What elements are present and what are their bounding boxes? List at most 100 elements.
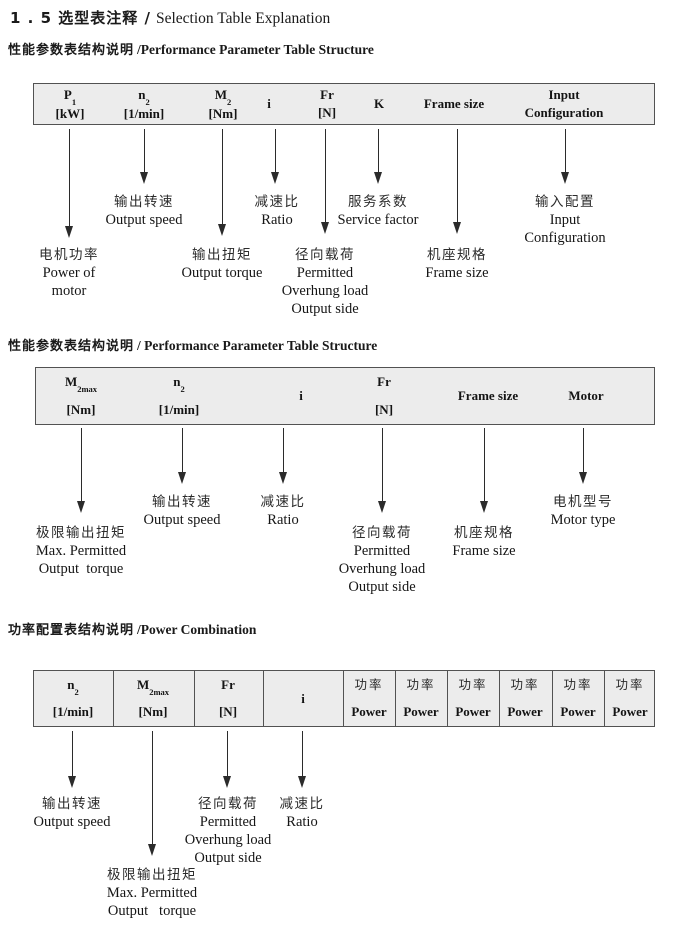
column-header-line: Power xyxy=(560,705,595,719)
label-line-en: Permitted xyxy=(199,814,257,830)
label-line-en: Output side xyxy=(194,850,262,866)
down-arrow-icon xyxy=(561,129,569,184)
arrow-shaft xyxy=(151,731,153,845)
down-arrow-icon xyxy=(378,428,386,513)
column-header-line: i xyxy=(267,97,271,111)
arrow-head-icon xyxy=(65,226,73,238)
down-arrow-icon xyxy=(223,731,231,788)
arrow-head-icon xyxy=(453,222,461,234)
label-line-zh: 机座规格 xyxy=(427,247,487,263)
column-header-line: n2 xyxy=(138,88,149,107)
arrow-head-icon xyxy=(77,501,85,513)
label-line-en: Max. Permitted xyxy=(35,543,127,559)
header-subscript: 2 xyxy=(145,96,150,107)
column-header-line: [kW] xyxy=(56,106,85,121)
table-column: i xyxy=(301,671,305,726)
down-arrow-icon xyxy=(271,129,279,184)
section-heading: 性能参数表结构说明/Performance Parameter Table St… xyxy=(8,39,374,59)
header-text: P xyxy=(63,87,72,102)
column-header-line: [N] xyxy=(318,106,336,120)
column-header-line: Configuration xyxy=(525,106,604,120)
arrow-head-icon xyxy=(378,501,386,513)
label-line-zh: 输出转速 xyxy=(41,796,102,812)
label-line-en: Max. Permitted xyxy=(106,885,198,901)
label-line-en: Frame size xyxy=(425,265,489,281)
column-header-line: Input xyxy=(548,88,579,102)
arrow-shaft xyxy=(181,428,183,473)
label-line-en: Configuration xyxy=(524,230,606,246)
column-divider xyxy=(343,671,344,726)
down-arrow-icon xyxy=(140,129,148,184)
header-text: Fr xyxy=(377,374,391,389)
column-header-line: Power xyxy=(455,705,490,719)
arrow-head-icon xyxy=(579,472,587,484)
column-label: 机座规格 Frame size xyxy=(425,246,488,282)
arrow-shaft xyxy=(564,129,566,173)
page-title-en: Selection Table Explanation xyxy=(155,10,331,27)
header-subscript: 2max xyxy=(149,686,170,697)
header-text: M xyxy=(214,87,228,102)
header-text: Power xyxy=(455,704,491,719)
column-header-line: [N] xyxy=(375,403,393,417)
header-text: [1/min] xyxy=(52,704,94,719)
label-line-en: Output torque xyxy=(107,903,197,919)
table-column: i xyxy=(267,84,271,124)
header-subscript: 2 xyxy=(74,686,79,697)
column-header-line: [1/min] xyxy=(159,403,199,417)
table-column: Frame size xyxy=(424,84,484,124)
column-header-line: Frame size xyxy=(458,389,518,403)
header-subscript: 2 xyxy=(180,383,185,394)
label-line-en: Ratio xyxy=(261,212,293,228)
table-column: K xyxy=(374,84,384,124)
arrow-head-icon xyxy=(298,776,306,788)
header-text: [N] xyxy=(218,704,238,719)
header-text: [N] xyxy=(374,402,394,417)
label-line-en: Ratio xyxy=(286,814,318,830)
section-heading-zh: 功率配置表结构说明 xyxy=(8,623,135,638)
header-subscript: 1 xyxy=(71,96,77,107)
table-column: n2[1/min] xyxy=(53,671,93,726)
header-text: Power xyxy=(612,704,648,719)
column-header-line: [1/min] xyxy=(124,106,164,121)
column-divider xyxy=(263,671,264,726)
table-column: i xyxy=(299,368,303,424)
arrow-shaft xyxy=(282,428,284,473)
header-text: Motor xyxy=(568,388,604,403)
table-column: Frame size xyxy=(458,368,518,424)
arrow-head-icon xyxy=(480,501,488,513)
column-header-line: [Nm] xyxy=(209,106,238,121)
header-text: [N] xyxy=(317,105,337,120)
table-column: M2max[Nm] xyxy=(137,671,169,726)
section-heading-en: /Power Combination xyxy=(137,622,257,637)
column-header-line: Power xyxy=(403,705,438,719)
header-text: Fr xyxy=(221,677,235,692)
arrow-shaft xyxy=(80,428,82,502)
arrow-head-icon xyxy=(218,224,226,236)
header-subscript: 2max xyxy=(77,383,98,394)
header-text: Power xyxy=(560,704,596,719)
label-line-en: Overhung load xyxy=(184,832,272,848)
label-line-en: Service factor xyxy=(337,212,419,228)
label-line-zh: 电机功率 xyxy=(39,247,99,263)
column-header-line: [Nm] xyxy=(67,403,96,417)
arrow-shaft xyxy=(226,731,228,777)
arrow-shaft xyxy=(582,428,584,473)
arrow-shaft xyxy=(301,731,303,777)
down-arrow-icon xyxy=(453,129,461,234)
header-text: Power xyxy=(351,704,387,719)
label-line-en: Power of xyxy=(42,265,96,281)
column-header-line: 功率 xyxy=(406,678,435,692)
column-header-line: Power xyxy=(507,705,542,719)
down-arrow-icon xyxy=(68,731,76,788)
label-line-zh: 减速比 xyxy=(260,494,306,510)
